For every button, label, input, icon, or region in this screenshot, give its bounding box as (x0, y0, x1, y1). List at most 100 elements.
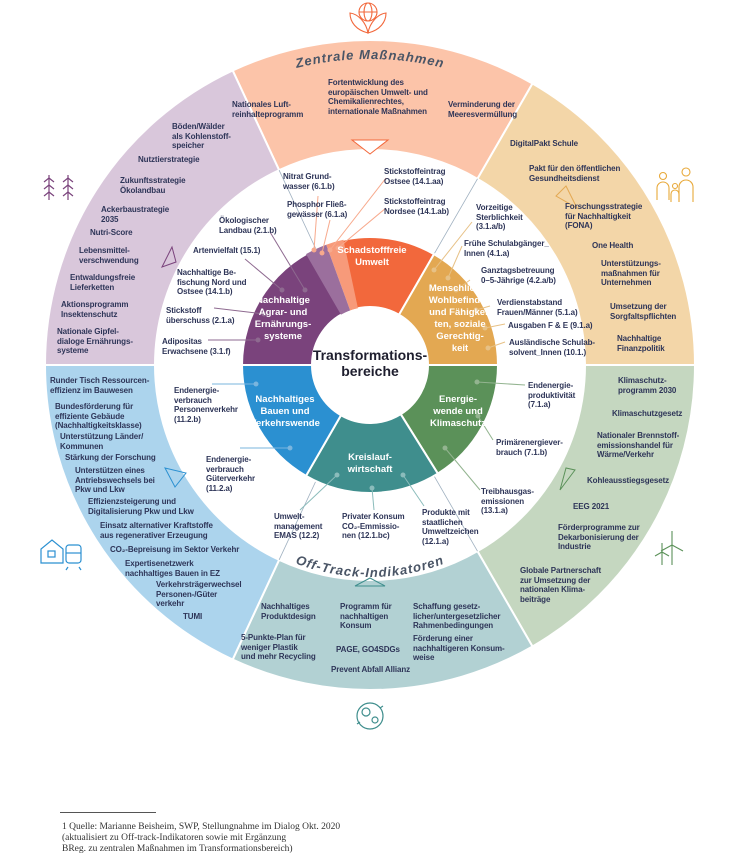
measure-item: Zukunftsstrategie Ökolandbau (120, 176, 186, 195)
leader-line (213, 307, 265, 315)
measure-item: Nachhaltiges Produktdesign (261, 602, 316, 621)
measure-item: Unterstützen eines Antriebswechsels bei … (75, 466, 155, 494)
indicator-item: Frühe Schulabgänger_ Innen (4.1.a) (464, 239, 549, 258)
leader-line (329, 177, 387, 251)
area-energie[interactable]: Energie- wende und Klimaschutz (430, 394, 486, 429)
leader-dot (431, 267, 437, 273)
measure-item: Stärkung der Forschung (65, 453, 156, 462)
measure-item: Prevent Abfall Allianz (331, 665, 411, 674)
indicator-item: Nitrat Grund- wasser (6.1.b) (283, 172, 335, 191)
measure-item: TUMI (183, 612, 203, 621)
measure-item: Nachhaltige Finanzpolitik (617, 334, 665, 353)
measure-item: CO₂-Bepreisung im Sektor Verkehr (110, 545, 240, 554)
recycle-gears-icon (356, 702, 384, 730)
triangle-marker (559, 467, 576, 491)
leader-dot (442, 445, 448, 451)
footnote: 1 Quelle: Marianne Beisheim, SWP, Stellu… (62, 822, 341, 854)
area-sector-accent (306, 244, 351, 315)
family-icon (656, 167, 694, 202)
measure-item: Schaffung gesetz- licher/untergesetzlich… (413, 602, 501, 630)
measure-item: Lebensmittel- verschwendung (79, 246, 139, 265)
measure-item: Nationale Gipfel- dialoge Ernährungs- sy… (57, 327, 133, 355)
triangle-marker (555, 185, 579, 210)
indicator-item: Primärenergiever- brauch (7.1.b) (496, 438, 563, 457)
measure-item: Nationales Luft- reinhalteprogramm (232, 100, 304, 119)
globe-leaves-icon (349, 2, 387, 34)
indicator-item: Verdienstabstand Frauen/Männer (5.1.a) (497, 298, 578, 317)
indicator-item: Stickstoff überschuss (2.1.a) (166, 306, 235, 325)
house-train-icon (40, 539, 82, 571)
indicator-item: Endenergie- produktivität (7.1.a) (528, 381, 576, 409)
leader-dot (473, 307, 479, 313)
leader-dot (445, 275, 451, 281)
leader-dot (475, 413, 481, 419)
leader-dot (261, 311, 267, 317)
areas-ring (240, 236, 500, 494)
measure-item: PAGE, GO4SDGs (336, 645, 400, 654)
indicator-item: Ganztagsbetreuung 0–5-Jährige (4.2.a/b) (481, 266, 556, 285)
area-umwelt[interactable]: Schadstofffreie Umwelt (337, 245, 407, 268)
indicator-item: Produkte mit staatlichen Umweltzeichen (… (422, 508, 479, 546)
leader-line (337, 207, 387, 249)
leader-dot (485, 345, 491, 351)
sector-divider (278, 169, 317, 250)
indicator-item: Adipositas Erwachsene (3.1.f) (162, 337, 231, 356)
area-bauen[interactable]: Nachhaltiges Bauen und Verkehrswende (250, 394, 320, 429)
leader-dot (302, 287, 308, 293)
measure-item: Nutri-Score (90, 228, 133, 237)
leader-line (447, 245, 463, 279)
measure-item: Fortentwicklung des europäischen Umwelt-… (328, 78, 428, 116)
measure-item: Verkehrsträgerwechsel Personen-/Güter ve… (156, 580, 242, 608)
leader-line (484, 323, 506, 329)
sector-divider (278, 480, 317, 561)
leader-line (244, 258, 283, 291)
measure-item: One Health (592, 241, 634, 250)
leader-dot (279, 287, 285, 293)
measure-item: DigitalPakt Schule (510, 139, 578, 148)
area-agrar[interactable]: Nachhaltige Agrar- und Ernährungs- syste… (254, 295, 312, 342)
measure-item: Unterstützung Länder/ Kommunen (60, 432, 144, 451)
indicator-item: Ausgaben F & E (9.1.a) (508, 321, 593, 330)
measure-item: Klimaschutzgesetz (612, 409, 683, 418)
leader-line (299, 474, 338, 511)
wind-turbine-icon (654, 531, 684, 565)
measure-item: Expertisenetzwerk nachhaltiges Bauen in … (125, 559, 220, 578)
leader-dot (319, 250, 325, 256)
indicator-item: Stickstoffeintrag Nordsee (14.1.ab) (384, 197, 449, 216)
sector-divider (433, 475, 478, 552)
area-kreislauf[interactable]: Kreislauf- wirtschaft (347, 452, 393, 475)
leader-dot (369, 485, 375, 491)
indicator-item: Treibhausgas- emissionen (13.1.a) (481, 487, 534, 515)
measure-item: EEG 2021 (573, 502, 610, 511)
triangle-marker (350, 139, 390, 155)
leader-line (455, 279, 471, 291)
triangle-marker (164, 467, 187, 488)
indicator-item: Privater Konsum CO₂-Emmissio- nen (12.1.… (342, 512, 405, 540)
leader-dot (453, 287, 459, 293)
measure-item: Globale Partnerschaft zur Umsetzung der … (520, 566, 602, 604)
measure-item: Kohleausstiegsgesetz (587, 476, 670, 485)
indicator-item: Artenvielfalt (15.1) (193, 246, 261, 255)
measure-item: 5-Punkte-Plan für weniger Plastik und me… (241, 633, 316, 661)
measure-item: Runder Tisch Ressourcen- effizienz im Ba… (50, 376, 150, 395)
area-sector-accent (326, 239, 358, 311)
leader-dot (335, 245, 341, 251)
measure-item: Förderung einer nachhaltigeren Konsum- w… (413, 634, 505, 662)
measure-item: Pakt für den öffentlichen Gesundheitsdie… (529, 164, 621, 183)
leader-dot (400, 472, 406, 478)
leader-line (402, 474, 425, 507)
sector-divider (433, 178, 478, 255)
indicator-item: Phosphor Fließ- gewässer (6.1.a) (287, 200, 348, 219)
leader-line (476, 381, 526, 386)
leader-line (371, 487, 375, 511)
measure-item: Förderprogramme zur Dekarbonisierung der… (558, 523, 640, 551)
indicator-item: Endenergie- verbrauch Güterverkehr (11.2… (206, 455, 256, 493)
center-title: Transformations- bereiche (312, 347, 428, 379)
triangle-marker (354, 577, 386, 587)
measure-item: Effizienzsteigerung und Digitalisierung … (88, 497, 194, 516)
leader-dot (287, 445, 293, 451)
area-wohlbefinden[interactable]: Menschliches Wohlbefinden und Fähigkei- … (428, 283, 492, 354)
leader-dot (327, 247, 333, 253)
indicator-item: Vorzeitige Sterblichkeit (3.1.a/b) (476, 203, 523, 231)
